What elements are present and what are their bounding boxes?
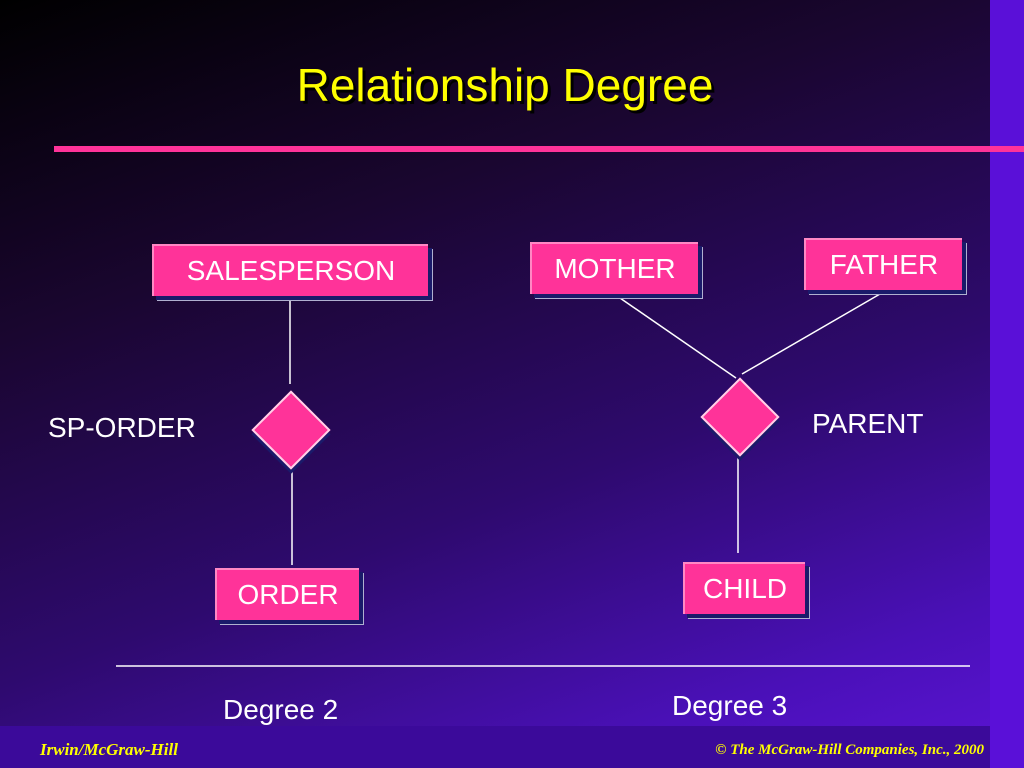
entity-order: ORDER (215, 568, 359, 620)
footer-band (0, 726, 990, 768)
footer-publisher: Irwin/McGraw-Hill (40, 740, 178, 759)
entity-child: CHILD (683, 562, 805, 614)
slide-title: Relationship Degree (296, 59, 714, 111)
relationship-parent-label: PARENT (812, 408, 924, 439)
side-strip (990, 0, 1024, 768)
entity-father: FATHER (804, 238, 962, 290)
relationship-sp-order-label: SP-ORDER (48, 412, 196, 443)
degree-3-label: Degree 3 (672, 690, 788, 721)
footer-copyright: © The McGraw-Hill Companies, Inc., 2000 (715, 742, 984, 758)
entity-mother: MOTHER (530, 242, 698, 294)
title-divider (54, 146, 1024, 152)
father-connector (741, 293, 881, 375)
degree-2-label: Degree 2 (223, 694, 339, 725)
entity-salesperson: SALESPERSON (152, 244, 428, 296)
mother-connector (619, 297, 737, 379)
